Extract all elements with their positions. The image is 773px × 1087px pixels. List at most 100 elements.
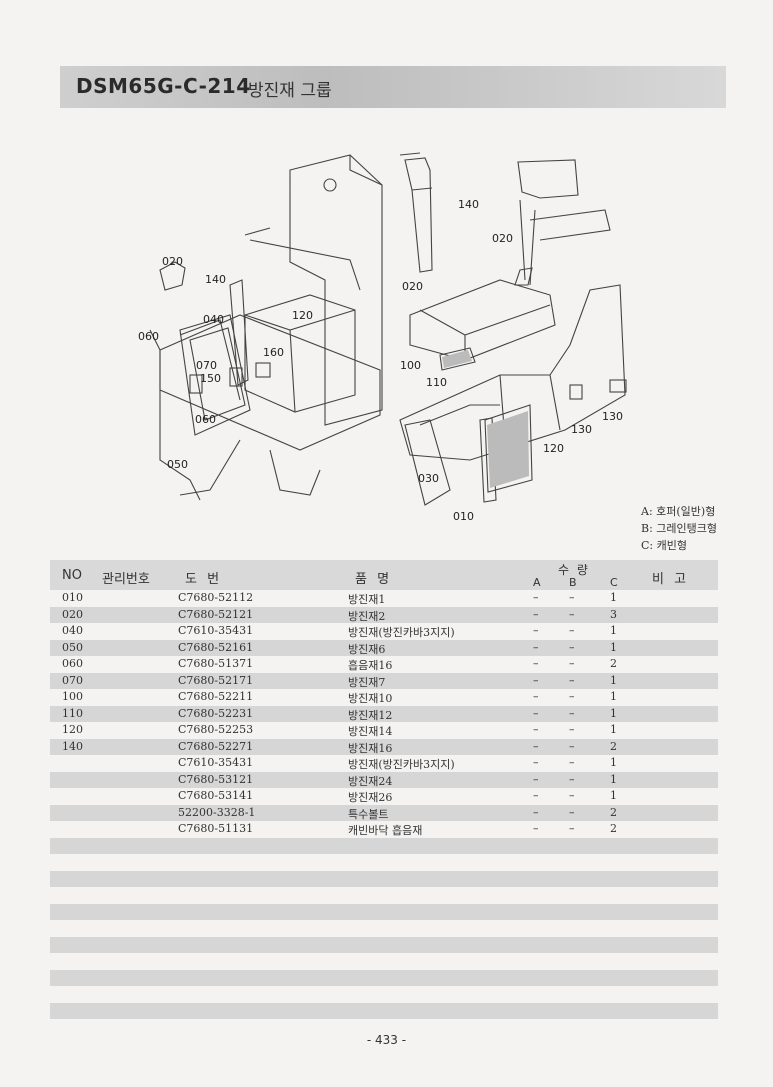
callout-label: 120 <box>292 309 313 322</box>
row-drawing-no: C7680-52161 <box>178 640 254 654</box>
cabin-pad-070 <box>189 374 203 394</box>
callout-label: 130 <box>602 410 623 423</box>
title-bar: DSM65G-C-214 방진재 그룹 <box>60 66 726 108</box>
cabin-pillar <box>229 279 249 386</box>
row-qty-a: – <box>533 657 539 670</box>
floor-plate-100 <box>409 279 556 361</box>
row-qty-b: – <box>569 690 575 703</box>
row-qty-c: 1 <box>610 756 617 769</box>
row-qty-a: – <box>533 706 539 720</box>
row-qty-c: 2 <box>610 805 617 819</box>
row-part-name: 흡음재16 <box>348 659 393 672</box>
row-qty-c: 1 <box>610 673 617 687</box>
row-part-name: 방진재16 <box>348 741 393 755</box>
row-qty-b: – <box>569 640 575 654</box>
row-qty-b: – <box>569 739 575 753</box>
legend-item: A: 호퍼(일반)형 <box>641 505 716 518</box>
row-part-name: 방진재(방진카바3지지) <box>348 758 455 771</box>
callout-label: 020 <box>492 232 513 245</box>
base-frame <box>399 284 626 461</box>
callout-label: 010 <box>453 510 474 523</box>
row-drawing-no: C7680-52253 <box>178 723 254 736</box>
row-qty-c: 1 <box>610 640 617 654</box>
row-qty-c: 1 <box>610 591 617 604</box>
row-qty-a: – <box>533 805 539 819</box>
row-qty-b: – <box>569 723 575 736</box>
pad-110 <box>439 347 476 371</box>
table-row <box>50 837 718 854</box>
row-qty-a: – <box>533 607 539 621</box>
cabin-back-panel <box>289 154 383 426</box>
row-drawing-no: C7610-35431 <box>178 624 254 637</box>
row-drawing-no: C7680-51131 <box>178 822 254 835</box>
cabin-seat-box <box>244 294 356 413</box>
row-part-name: 방진재7 <box>348 675 386 689</box>
callout-label: 140 <box>205 273 226 286</box>
header-qty: 수 량 <box>558 563 590 577</box>
row-drawing-no: C7680-52112 <box>178 591 254 604</box>
row-qty-b: – <box>569 657 575 670</box>
callout-label: 070 <box>196 359 217 372</box>
base-pad-130-b <box>609 379 627 393</box>
row-qty-a: – <box>533 789 539 802</box>
table-row <box>50 986 718 1003</box>
header-mgmt: 관리번호 <box>102 572 150 587</box>
callout-label: 030 <box>418 472 439 485</box>
row-qty-c: 1 <box>610 723 617 736</box>
callout-label: 020 <box>402 280 423 293</box>
row-drawing-no: C7680-52211 <box>178 690 254 703</box>
callout-label: 150 <box>200 372 221 385</box>
row-part-name: 방진재12 <box>348 708 393 722</box>
callout-label: 060 <box>138 330 159 343</box>
header-drawing: 도 번 <box>185 572 223 587</box>
row-part-name: 방진재24 <box>348 774 393 788</box>
table-row <box>50 969 718 986</box>
row-drawing-no: C7680-52231 <box>178 706 254 720</box>
cabin-bracket <box>159 261 186 291</box>
row-qty-c: 1 <box>610 690 617 703</box>
row-no: 010 <box>62 591 83 604</box>
header-qty-b: B <box>569 576 577 589</box>
callout-label: 060 <box>195 413 216 426</box>
cabin-side-frame <box>179 314 251 436</box>
table-row <box>50 854 718 871</box>
exploded-parts-diagram: 140 020 020 140 120 040 060 070 150 160 … <box>138 152 627 523</box>
row-part-name: 방진재(방진카바3지지) <box>348 626 455 639</box>
row-qty-a: – <box>533 673 539 687</box>
row-qty-b: – <box>569 706 575 720</box>
row-qty-c: 2 <box>610 822 617 835</box>
callout-label: 120 <box>543 442 564 455</box>
row-qty-c: 1 <box>610 772 617 786</box>
row-qty-b: – <box>569 607 575 621</box>
header-no: NO <box>62 568 82 583</box>
row-qty-b: – <box>569 756 575 769</box>
table-row <box>50 1002 718 1019</box>
table-header: NO 관리번호 도 번 품 명 수 량 A B C 비 고 <box>50 560 718 590</box>
callout-label: 160 <box>263 346 284 359</box>
table-row <box>50 870 718 887</box>
row-qty-c: 1 <box>610 624 617 637</box>
row-no: 100 <box>62 690 83 703</box>
bracket-020 <box>517 159 579 199</box>
row-qty-b: – <box>569 822 575 835</box>
callout-label: 100 <box>400 359 421 372</box>
callout-label: 040 <box>203 313 224 326</box>
table-row <box>50 936 718 953</box>
row-drawing-no: C7680-52121 <box>178 607 254 621</box>
row-part-name: 방진재14 <box>348 725 393 738</box>
row-qty-a: – <box>533 723 539 736</box>
row-drawing-no: C7680-53141 <box>178 789 254 802</box>
